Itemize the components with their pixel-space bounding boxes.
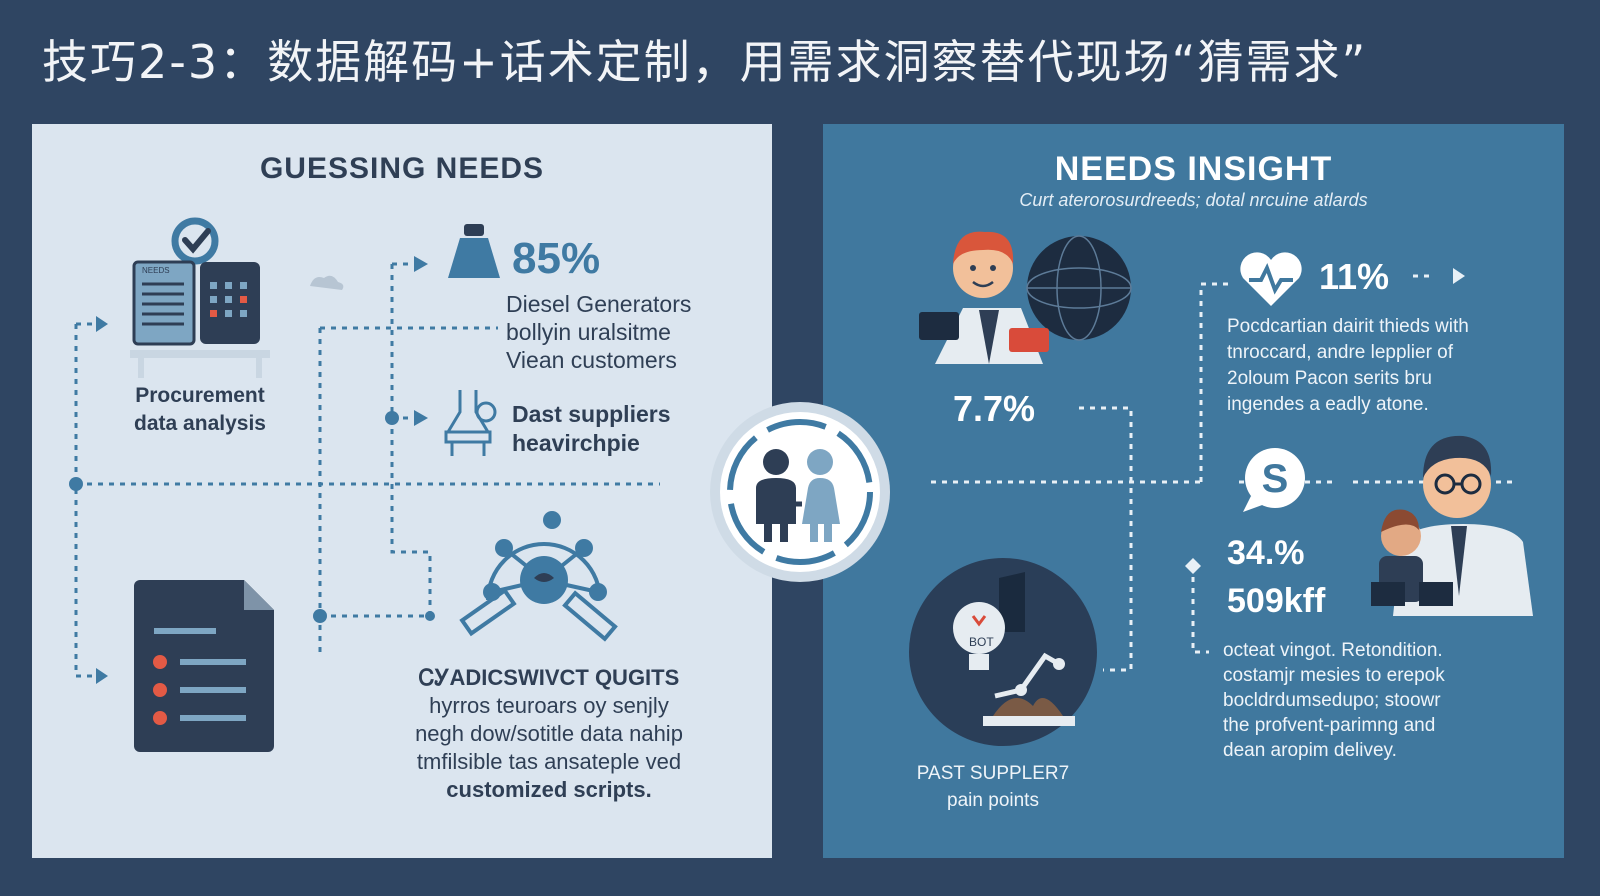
stat-11-line-2: tnroccard, andre lepplier of: [1227, 342, 1454, 363]
document-list-icon: [134, 580, 274, 752]
stat-85-percent: 85%: [512, 234, 601, 283]
stat-509-line-3: bocldrdumsedupo; stoowr: [1223, 690, 1441, 711]
procurement-label-line-2: data analysis: [134, 412, 266, 435]
scripts-line-4: tmfilsible tas ansateple ved: [416, 749, 682, 774]
stat-509-line-5: dean aropim delivey.: [1223, 740, 1397, 761]
past-supplier-illustration: BOT: [909, 558, 1097, 746]
stat-11-line-4: ingendes a eadly atone.: [1227, 394, 1429, 415]
svg-text:S: S: [1262, 457, 1289, 501]
money-bag-icon: [448, 224, 500, 278]
stat-11-line-1: Pocdcartian dairit thieds with: [1227, 316, 1469, 337]
center-people-badge: [710, 402, 890, 582]
needs-insight-heading: NEEDS INSIGHT: [1054, 150, 1333, 188]
customized-scripts-text: ᏟᎩADICSWIVCT QUGITS hyrros teuroars oy s…: [354, 664, 744, 804]
scripts-line-1: ᏟᎩADICSWIVCT QUGITS: [418, 665, 680, 690]
suppliers-line-2: heavirchpie: [512, 430, 640, 456]
needs-insight-panel: NEEDS INSIGHT Curt aterorosurdreeds; dot…: [823, 124, 1564, 858]
speech-bubble-icon: S: [1243, 448, 1305, 512]
stat-11-percent: 11%: [1319, 256, 1390, 297]
stat-11-description: Pocdcartian dairit thieds with tnroccard…: [1227, 314, 1469, 418]
procurement-label-line-1: Procurement: [135, 384, 265, 407]
supplier-desk-icon: [444, 390, 497, 456]
left-connector-lines: [69, 256, 660, 684]
scripts-line-5: customized scripts.: [446, 777, 652, 802]
needs-insight-subheading: Curt aterorosurdreeds; dotal nrcuine atl…: [1019, 190, 1368, 210]
diesel-line-3: Viean customers: [506, 347, 677, 373]
procurement-label: Procurement data analysis: [120, 382, 280, 438]
page-title: 技巧2-3：数据解码+话术定制，用需求洞察替代现场“猜需求”: [42, 35, 1368, 89]
bot-label: BOT: [969, 635, 994, 649]
diesel-generators-text: Diesel Generators bollyin uralsitme Viea…: [506, 290, 691, 374]
binder-tag: NEEDS: [142, 266, 170, 275]
stat-7-7-percent: 7.7%: [953, 388, 1036, 429]
suppliers-line-1: Dast suppliers: [512, 401, 671, 427]
guessing-needs-heading: GUESSING NEEDS: [259, 152, 545, 185]
heartbeat-icon: [1240, 252, 1302, 306]
stat-509-line-1: octeat vingot. Retondition.: [1223, 640, 1443, 661]
scripts-line-3: negh dow/sotitle data nahip: [415, 721, 683, 746]
past-supplier-line-1: PAST SUPPLER7: [916, 763, 1070, 784]
past-supplier-line-2: pain points: [947, 790, 1039, 811]
binder-calculator-icon: NEEDS: [130, 260, 270, 378]
stat-509-description: octeat vingot. Retondition. costamjr mes…: [1223, 638, 1445, 763]
stat-509-line-2: costamjr mesies to erepok: [1223, 665, 1445, 686]
advisor-with-child-illustration: [1371, 435, 1533, 616]
stat-509kff: 509kff: [1227, 582, 1326, 620]
guessing-needs-panel: GUESSING NEEDS: [32, 124, 772, 858]
diesel-line-1: Diesel Generators: [506, 291, 692, 317]
scripts-line-2: hyrros teuroars oy senjly: [429, 693, 669, 718]
stat-509-line-4: the profvent-parimng and: [1223, 715, 1436, 736]
check-badge-icon: [171, 217, 219, 265]
network-magnifier-icon: [459, 511, 618, 642]
suppliers-text: Dast suppliers heavirchpie: [512, 400, 671, 458]
stat-34-percent: 34.%: [1227, 534, 1305, 572]
past-supplier-pain-points: PAST SUPPLER7 pain points: [883, 760, 1103, 814]
stat-11-line-3: 2oloum Pacon serits bru: [1227, 368, 1432, 389]
diesel-line-2: bollyin uralsitme: [506, 319, 671, 345]
presenter-globe-illustration: [919, 231, 1132, 364]
